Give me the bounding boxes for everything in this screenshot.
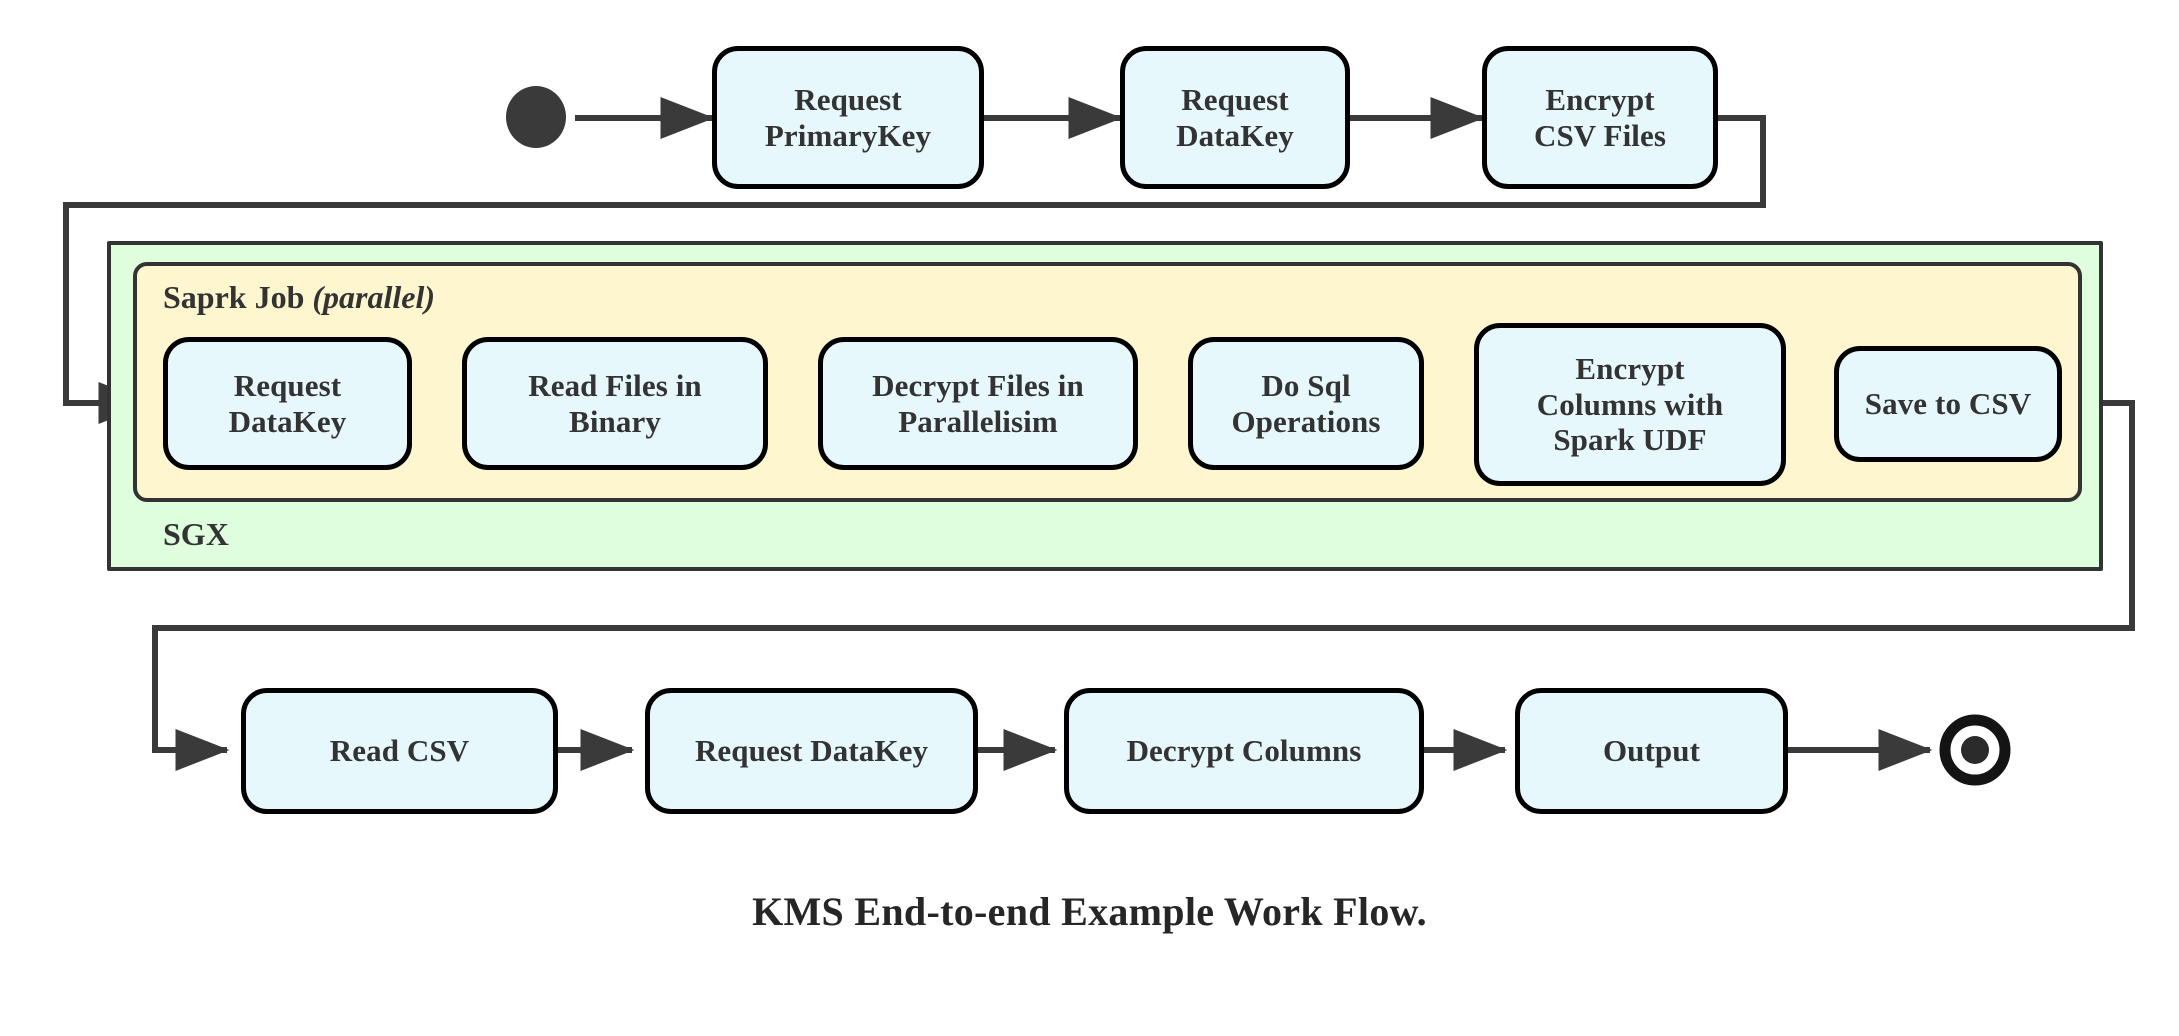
node-save-to-csv[interactable]: Save to CSV (1834, 346, 2062, 462)
node-read-csv[interactable]: Read CSV (241, 688, 558, 814)
sgx-label: SGX (163, 516, 229, 552)
node-request-datakey-spark[interactable]: Request DataKey (163, 337, 412, 470)
spark-job-label-bold: Saprk Job (163, 279, 305, 315)
connector-savetocsv-to-readcsv (152, 400, 2135, 771)
node-request-datakey-top[interactable]: Request DataKey (1120, 46, 1350, 189)
spark-job-label-italic: (parallel) (312, 279, 436, 315)
node-decrypt-files-in-parallelisim[interactable]: Decrypt Files in Parallelisim (818, 337, 1138, 470)
node-request-primarykey[interactable]: Request PrimaryKey (712, 46, 984, 189)
node-encrypt-columns-with-spark-udf[interactable]: Encrypt Columns with Spark UDF (1474, 323, 1786, 486)
node-do-sql-operations[interactable]: Do Sql Operations (1188, 337, 1424, 470)
node-read-files-in-binary[interactable]: Read Files in Binary (462, 337, 768, 470)
node-request-datakey-bottom[interactable]: Request DataKey (645, 688, 978, 814)
end-node (1939, 714, 2011, 786)
node-encrypt-csv-files[interactable]: Encrypt CSV Files (1482, 46, 1718, 189)
node-decrypt-columns[interactable]: Decrypt Columns (1064, 688, 1424, 814)
spark-job-label: Saprk Job (parallel) (163, 279, 435, 316)
connector-encryptcsv-to-sparkdatakey (63, 115, 1766, 424)
node-output[interactable]: Output (1515, 688, 1788, 814)
figure-caption: KMS End-to-end Example Work Flow. (752, 889, 1427, 934)
start-node (506, 86, 566, 148)
